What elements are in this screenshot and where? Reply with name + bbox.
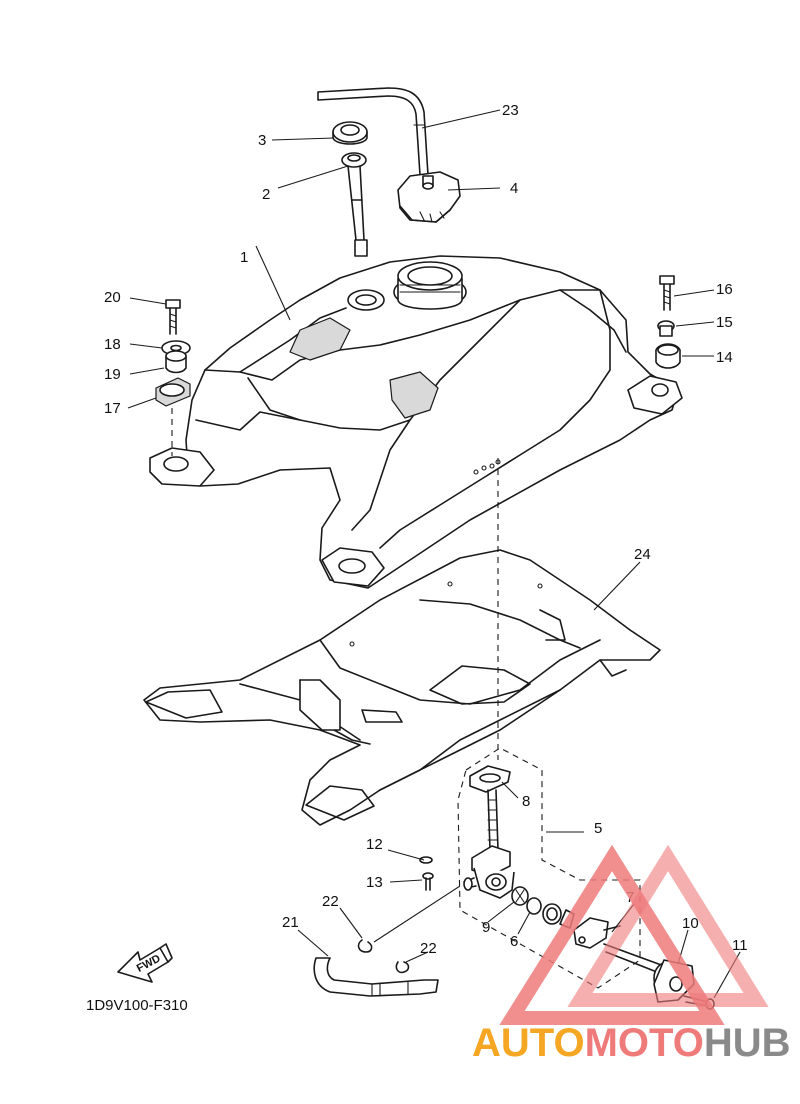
- callout-21: 21: [282, 914, 299, 931]
- callout-16: 16: [716, 281, 733, 298]
- gasket-ring: [332, 121, 368, 145]
- fuel-hose: [313, 885, 461, 997]
- drawing-code: 1D9V100-F310: [86, 997, 188, 1014]
- callout-19: 19: [104, 366, 121, 383]
- fwd-arrow-icon: FWD: [117, 943, 173, 983]
- watermark-text: AUTOMOTOHUB: [472, 1021, 791, 1065]
- callout-24: 24: [634, 546, 651, 563]
- right-mount-parts: [655, 275, 681, 369]
- callout-11: 11: [732, 937, 748, 954]
- callout-1: 1: [240, 249, 248, 266]
- callout-5: 5: [594, 820, 602, 837]
- callout-4: 4: [510, 180, 518, 197]
- fuel-tank: [149, 255, 683, 589]
- callout-17: 17: [104, 400, 121, 417]
- watermark-hub: HUB: [704, 1021, 791, 1065]
- callout-22b: 22: [420, 940, 437, 957]
- fuel-cock-assembly: [419, 747, 715, 1010]
- callout-13: 13: [366, 874, 383, 891]
- callout-20: 20: [104, 289, 121, 306]
- callout-14: 14: [716, 349, 733, 366]
- callout-9: 9: [482, 919, 490, 936]
- watermark-auto: AUTO: [472, 1021, 585, 1065]
- left-mount-parts: [155, 299, 191, 456]
- leader-lines: [127, 109, 741, 999]
- callout-10: 10: [682, 915, 699, 932]
- callout-18: 18: [104, 336, 121, 353]
- watermark-moto: MOTO: [585, 1021, 704, 1065]
- fuel-gauge: [341, 152, 368, 257]
- callout-labels: 1 2 3 4 23 20 18 19 17 16 15 14 24 8 5 1…: [104, 102, 748, 957]
- callout-12: 12: [366, 836, 383, 853]
- callout-8: 8: [522, 793, 530, 810]
- tank-tray: [143, 549, 661, 826]
- callout-6: 6: [510, 933, 518, 950]
- fuel-cap: [397, 171, 461, 223]
- callout-3: 3: [258, 132, 266, 149]
- callout-15: 15: [716, 314, 733, 331]
- callout-22a: 22: [322, 893, 339, 910]
- callout-23: 23: [502, 102, 519, 119]
- watermark-logo: AUTOMOTOHUB: [472, 844, 791, 1065]
- callout-2: 2: [262, 186, 270, 203]
